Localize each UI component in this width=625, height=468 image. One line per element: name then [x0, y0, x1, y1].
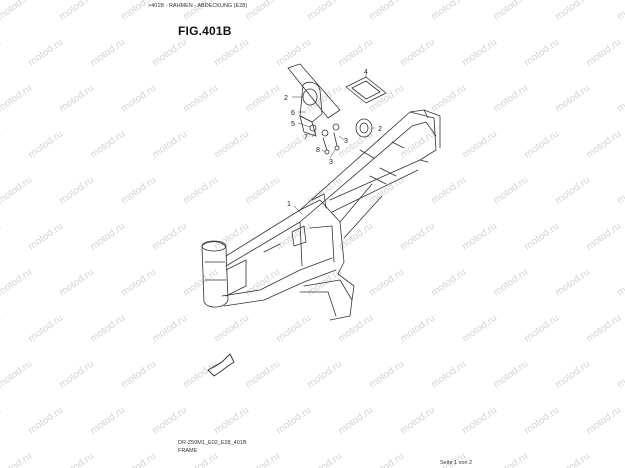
footer-code: DR-Z50M1_E02_E28_401B [178, 440, 247, 446]
figure-label: FIG.401B [178, 24, 232, 38]
callout-7: 7 [304, 134, 308, 141]
leader-lines [291, 73, 376, 215]
footer-caption: FRAME [178, 448, 198, 454]
callout-3b: 3 [329, 159, 333, 166]
callout-1: 1 [287, 201, 291, 208]
front-arrow-icon [207, 353, 235, 377]
bracket-plate [287, 63, 341, 137]
watermark-text: motod.ru [615, 0, 625, 22]
hardware-parts [309, 123, 340, 155]
callout-2b: 2 [378, 126, 382, 133]
footer-page: Seite 1 von 2 [440, 460, 473, 466]
callout-2a: 2 [284, 95, 288, 102]
main-frame [201, 109, 441, 321]
reflector-left [302, 88, 318, 106]
callout-6: 6 [291, 110, 295, 117]
plate-lamp [345, 76, 387, 104]
callout-8: 8 [316, 147, 320, 154]
page-header: >401B - RAHMEN - ABDECKUNG (E28) [148, 3, 248, 9]
callout-4: 4 [364, 69, 368, 76]
callout-3a: 3 [344, 138, 348, 145]
callout-5: 5 [291, 121, 295, 128]
reflector-right [355, 118, 373, 138]
